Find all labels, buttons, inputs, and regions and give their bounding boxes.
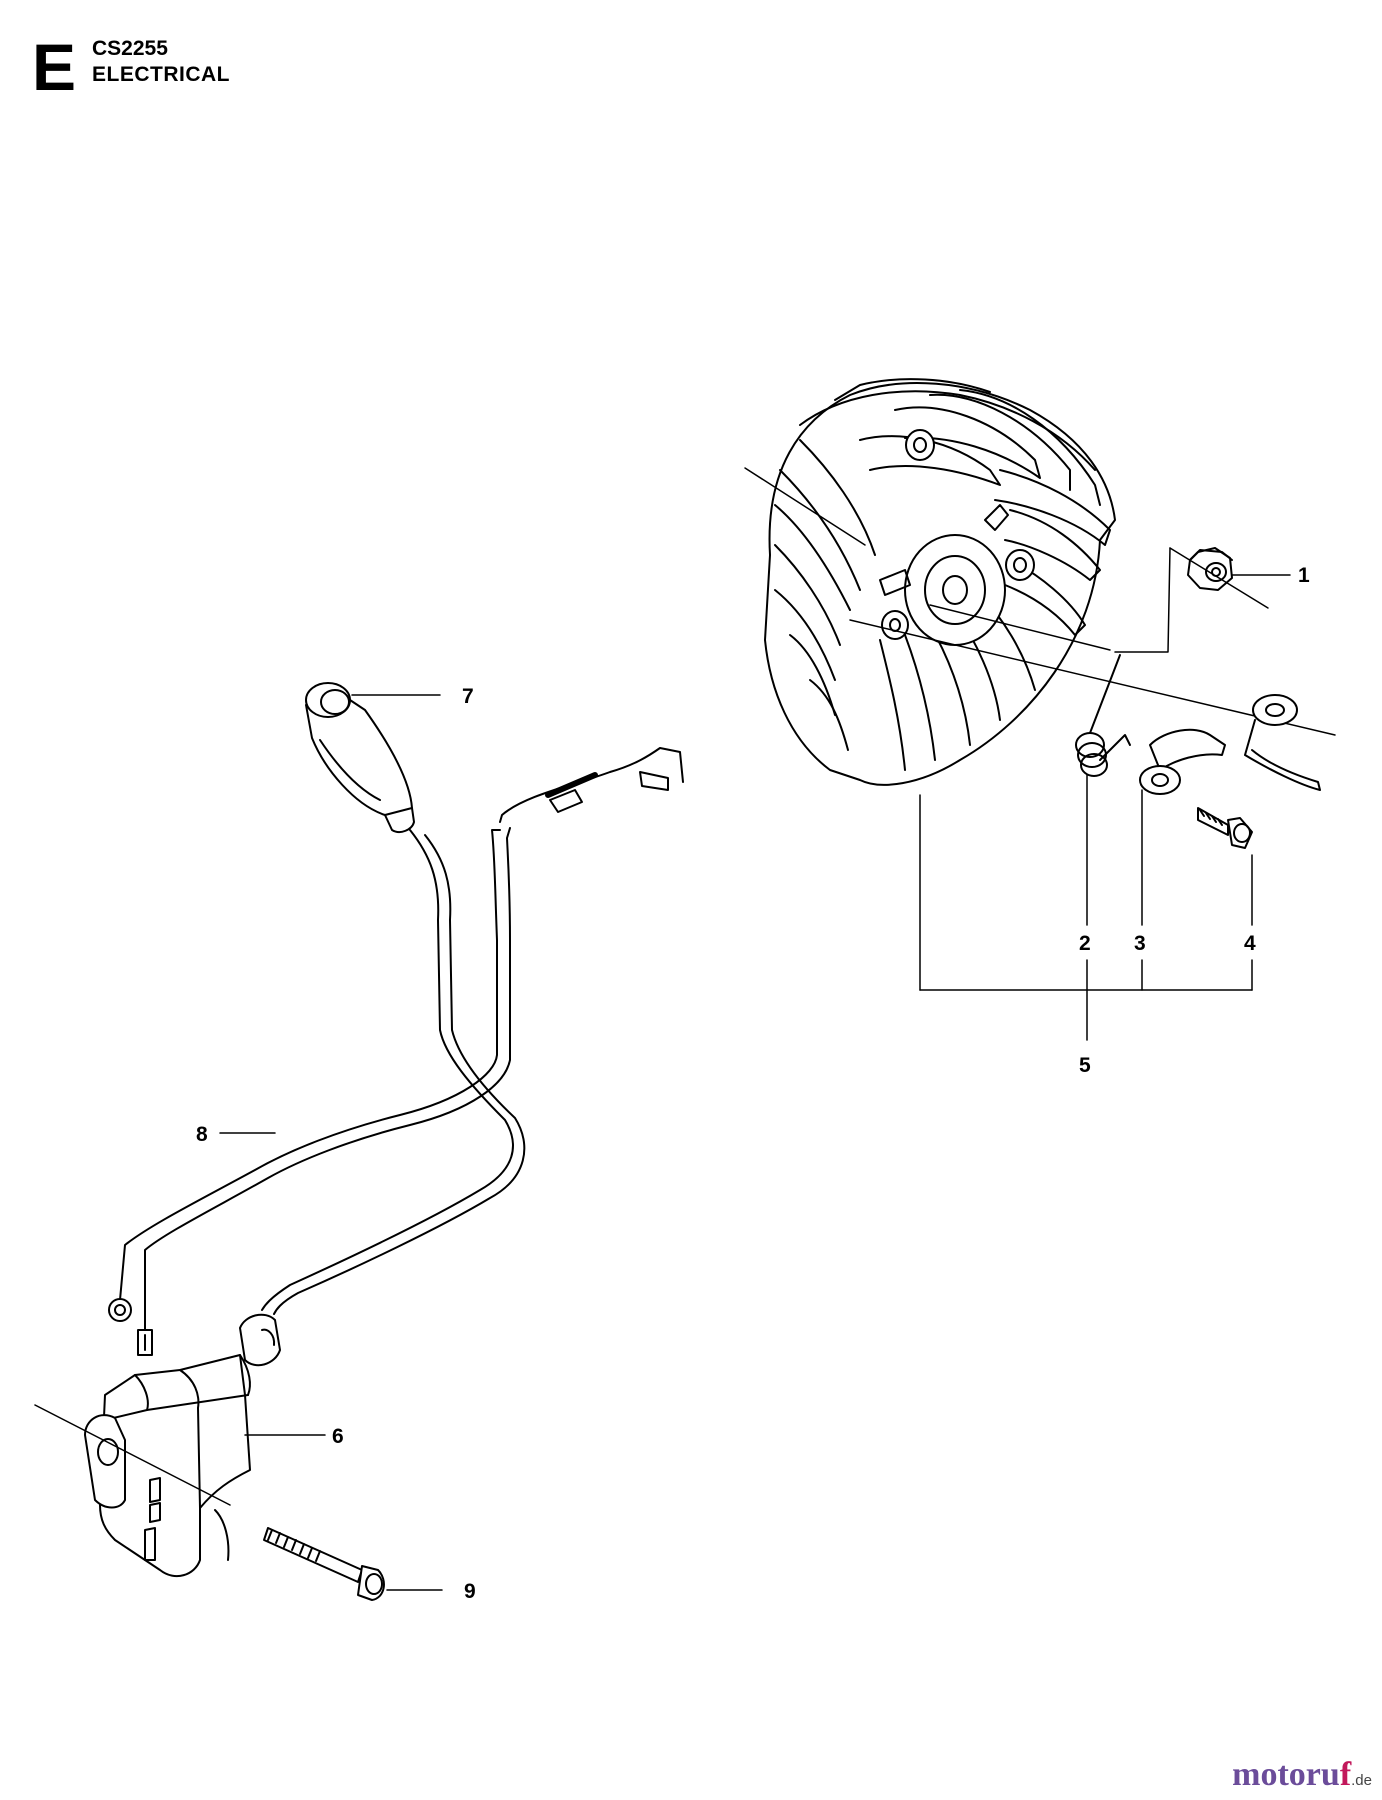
starter-pawl bbox=[1139, 728, 1226, 795]
model-number: CS2255 bbox=[92, 37, 168, 60]
callout-3: 3 bbox=[1134, 932, 1146, 955]
ignition-lead bbox=[261, 829, 526, 1315]
pawl-washer bbox=[1244, 694, 1321, 791]
watermark-logo: motoruf.de bbox=[1232, 1756, 1372, 1793]
short-circuit-cable bbox=[108, 747, 684, 1356]
pawl-screw bbox=[1197, 807, 1253, 849]
ignition-module bbox=[84, 1313, 281, 1578]
callout-9: 9 bbox=[464, 1580, 476, 1603]
callout-8: 8 bbox=[196, 1123, 208, 1146]
flywheel bbox=[764, 378, 1116, 786]
callout-6: 6 bbox=[332, 1425, 344, 1448]
callout-7: 7 bbox=[462, 685, 474, 708]
callout-4: 4 bbox=[1244, 932, 1256, 955]
callout-5: 5 bbox=[1079, 1054, 1091, 1077]
callout-2: 2 bbox=[1079, 932, 1091, 955]
section-title: ELECTRICAL bbox=[92, 63, 230, 86]
spark-plug-cap bbox=[305, 682, 415, 833]
pawl-spring bbox=[1075, 654, 1131, 777]
section-letter: E bbox=[32, 30, 77, 104]
ignition-module-screw bbox=[263, 1527, 385, 1601]
callout-1: 1 bbox=[1298, 564, 1310, 587]
flywheel-nut bbox=[1187, 547, 1233, 591]
